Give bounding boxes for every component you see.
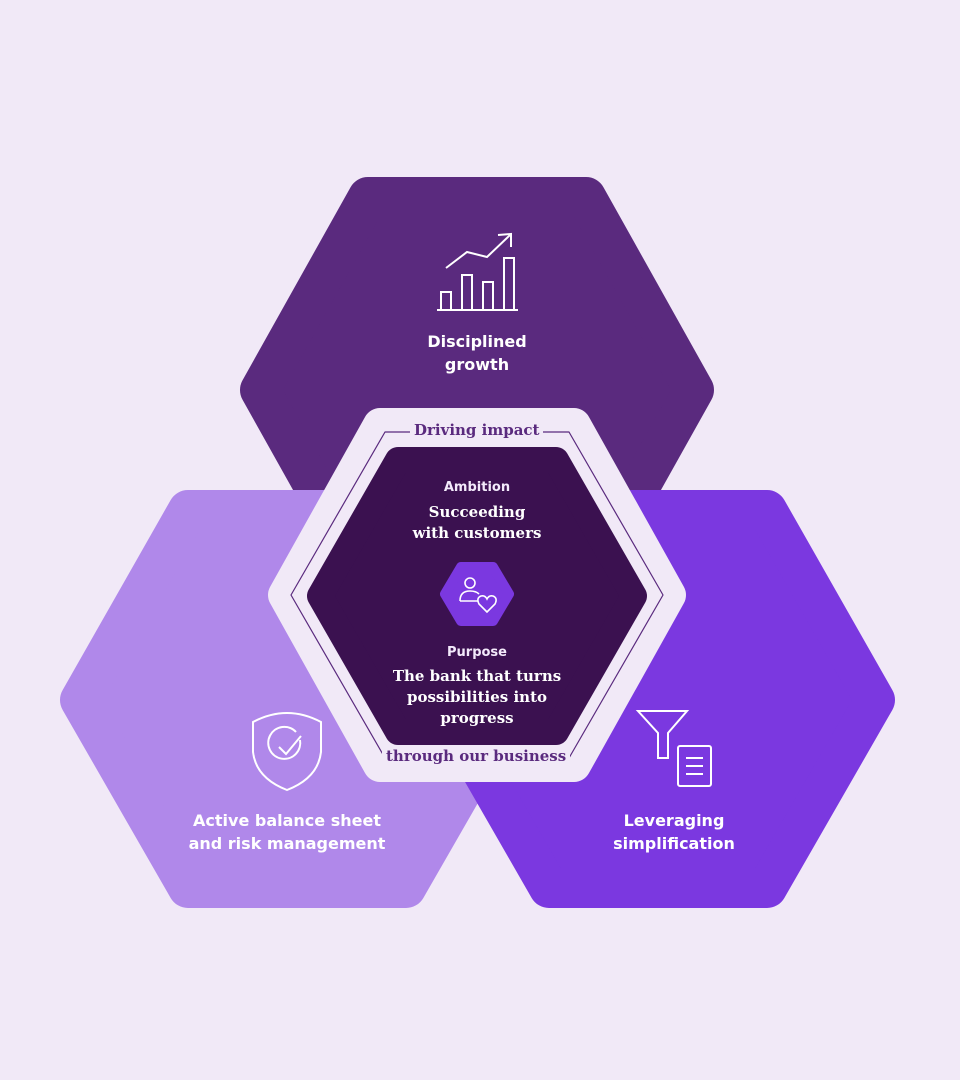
purpose-text: The bank that turns possibilities into p…: [347, 666, 607, 729]
text-line: Succeeding: [428, 503, 526, 521]
ambition-text: Succeeding with customers: [347, 502, 607, 544]
ambition-label: Ambition: [443, 480, 511, 495]
label-line: growth: [444, 355, 510, 374]
shield-check-icon: [252, 712, 322, 792]
purpose-label: Purpose: [447, 645, 507, 660]
person-heart-icon: [459, 577, 497, 614]
pillar-label-simplification: Leveraging simplification: [544, 809, 804, 855]
label-line: simplification: [613, 834, 735, 853]
text-line: The bank that turns: [392, 667, 562, 685]
text-line: possibilities into: [406, 688, 548, 706]
text-line: with customers: [412, 524, 542, 542]
label-line: and risk management: [188, 834, 386, 853]
label-line: Disciplined: [427, 332, 527, 351]
pillar-label-balance-sheet: Active balance sheet and risk management: [157, 809, 417, 855]
ring-top-text: Driving impact: [410, 421, 544, 439]
text-line: progress: [440, 709, 514, 727]
person-heart-hex: [440, 562, 514, 626]
funnel-document-icon: [635, 710, 712, 787]
label-line: Leveraging: [623, 811, 725, 830]
pillar-label-disciplined-growth: Disciplined growth: [347, 330, 607, 376]
ring-bottom-text: through our business: [382, 747, 571, 765]
label-line: Active balance sheet: [193, 811, 381, 830]
bar-chart-growth-icon: [437, 232, 518, 311]
